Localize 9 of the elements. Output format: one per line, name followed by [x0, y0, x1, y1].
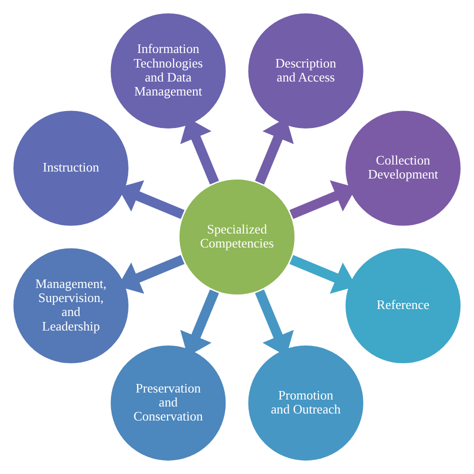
node-circle: Description and Access	[246, 11, 366, 131]
node-circle: Preservation and Conservation	[108, 343, 228, 463]
node-circle: Information Technologies and Data Management	[108, 11, 228, 131]
node-circle: Collection Development	[343, 108, 463, 228]
node-circle: Specialized Competencies	[177, 177, 297, 297]
node-circle: Reference	[343, 246, 463, 366]
node-circle: Promotion and Outreach	[246, 343, 366, 463]
node-circle: Instruction	[11, 108, 131, 228]
node-circle: Management, Supervision, and Leadership	[11, 246, 131, 366]
